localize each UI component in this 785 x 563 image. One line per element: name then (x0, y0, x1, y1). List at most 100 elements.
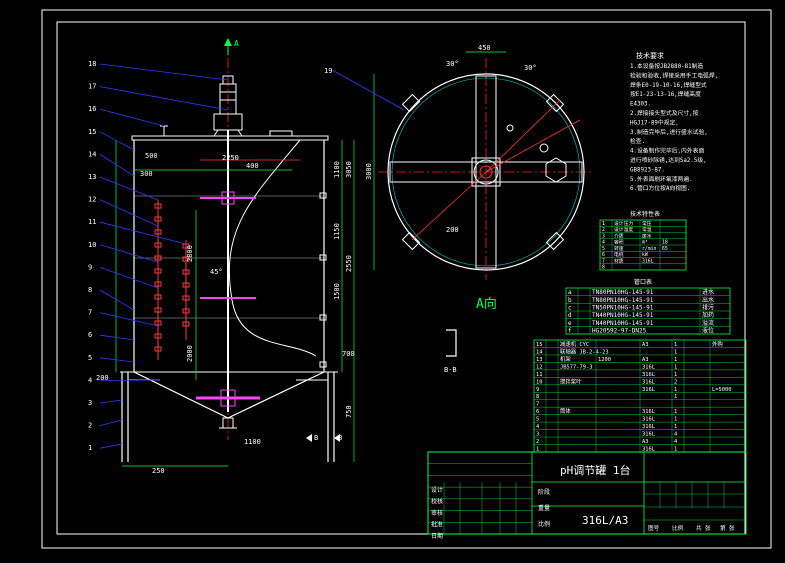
part-number-label: 14 (88, 150, 96, 158)
bom-cell: 机架 (560, 355, 571, 363)
plan-angle-a: 30° (446, 60, 459, 68)
part-leader-line (99, 443, 123, 449)
part-leader-line (99, 86, 229, 111)
bom-cell: 4 (674, 432, 677, 438)
bom-cell: 1 (674, 349, 677, 355)
part-number-label: 3 (88, 399, 92, 407)
inner-frame (56, 21, 746, 535)
plan-lug-2 (545, 93, 565, 113)
bom-cell: 6 (536, 409, 539, 415)
part-leader-line (99, 312, 159, 327)
part-number-label: 7 (88, 309, 92, 317)
part-leader-line (99, 289, 135, 311)
dim-right-d: 2550 (345, 255, 353, 272)
tech-note-line: 3.制造完毕后,进行盛水试验, (630, 128, 708, 136)
nozzle-cell: TN40PN10HG-145-91 (592, 312, 654, 319)
bom-cell: 316L (642, 409, 655, 415)
spec-cell: 转速 (614, 245, 624, 252)
tech-notes-title: 技术要求 (636, 51, 664, 60)
bom-cell: 1 (674, 424, 677, 430)
bom-cell: 1 (674, 447, 677, 453)
plan-lug-1 (401, 93, 421, 113)
bom-cell: 筒体 (560, 407, 571, 415)
spec-cell: 3 (602, 233, 605, 239)
nozzle-cell: TN80PN10HG-145-91 (592, 297, 654, 304)
part-number-label: 8 (88, 286, 92, 294)
tech-note-line: 进行喷砂除锈,达到Sa2.5级, (630, 156, 707, 164)
plan-beam-horizontal (389, 161, 583, 183)
tech-note-line: 2.焊接接头型式及尺寸,按 (630, 109, 699, 117)
part-number-label: 1 (88, 444, 92, 452)
part-leader-line (99, 131, 135, 151)
gauge-dot (154, 281, 162, 287)
bom-cell: A3 (642, 439, 649, 445)
plan-part-19: 19 (324, 67, 332, 75)
view-arrow-a-label: A (234, 39, 239, 48)
plan-radial-2 (485, 99, 561, 173)
title-mid-label: 阶段 (538, 488, 550, 496)
spec-cell: 65 (662, 246, 668, 252)
spec-cell: 7 (602, 258, 605, 264)
tech-note-line: E4303. (630, 102, 651, 108)
part-leader-line (99, 244, 159, 263)
bom-cell: 316L (642, 372, 655, 378)
bom-cell: 减速机 CYC (560, 340, 589, 348)
dim-bottom-h: 750 (345, 405, 353, 418)
part-leader-line (99, 357, 135, 363)
bom-cell: 1 (674, 394, 677, 400)
bom-cell: 2 (536, 439, 539, 445)
spec-cell: 316L (642, 258, 654, 264)
nozzle-cell: TN50PN10HG-145-91 (592, 305, 654, 312)
bom-cell: 7 (536, 402, 539, 408)
gauge-dot (154, 242, 162, 248)
spec-cell: 4 (602, 240, 605, 246)
spec-cell: 常压 (642, 220, 652, 227)
nozzle-cell: a (568, 289, 572, 296)
spec-table-title: 技术特性表 (630, 210, 660, 218)
plan-hub-square (471, 157, 501, 187)
part-leader-line (99, 399, 123, 404)
title-right-label: 比例 (672, 524, 684, 532)
dim-mid-a: 2800 (186, 245, 194, 262)
bom-cell: 5 (536, 417, 539, 423)
spec-cell: r/min (642, 246, 657, 252)
motor-cap (222, 75, 234, 85)
top-cover (131, 135, 329, 141)
plan-hub-inner (479, 165, 493, 179)
spec-cell: 材质 (614, 257, 624, 264)
nozzle-cell: 液位 (702, 327, 714, 335)
nozzle-cell: 溢流 (702, 319, 714, 327)
bom-cell: A3 (642, 357, 649, 363)
tech-note-line: 1.本设备按JB2880-81制造 (630, 62, 703, 70)
part-number-label: 18 (88, 60, 96, 68)
bom-cell: 4 (674, 439, 677, 445)
bom-cell: 1 (674, 342, 677, 348)
part-leader-line (99, 221, 187, 245)
nozzle-cell: TN80PN10HG-145-91 (592, 289, 654, 296)
title-block: pH调节罐 1台 316L/A3 设计校核审核批准日期阶段重量比例图号比例共 张… (427, 451, 747, 540)
nozzle-table-title: 管口表 (634, 278, 652, 286)
plan-leader-19 (331, 69, 405, 111)
section-arrow-b-right-head (334, 434, 340, 442)
gauge-dot (154, 294, 162, 300)
dim-base-width: 250 (152, 467, 165, 475)
spec-cell: 设计压力 (614, 220, 633, 227)
spec-cell: m³ (642, 240, 648, 246)
bom-cell: 2 (674, 379, 677, 385)
bom-cell: 1 (674, 387, 677, 393)
title-mid-label: 重量 (538, 504, 550, 512)
dim-base-right: 1100 (244, 438, 261, 446)
bom-cell: 1 (674, 364, 677, 370)
spec-cell: 8 (602, 265, 605, 271)
plan-shell-inner (391, 77, 581, 267)
outer-frame (41, 9, 772, 549)
bom-cell: 8 (536, 394, 539, 400)
plan-radial-3 (411, 171, 487, 241)
bom-cell: 316L (642, 447, 655, 453)
title-label: 审核 (431, 509, 443, 517)
nozzle-cell: 加药 (702, 311, 714, 319)
